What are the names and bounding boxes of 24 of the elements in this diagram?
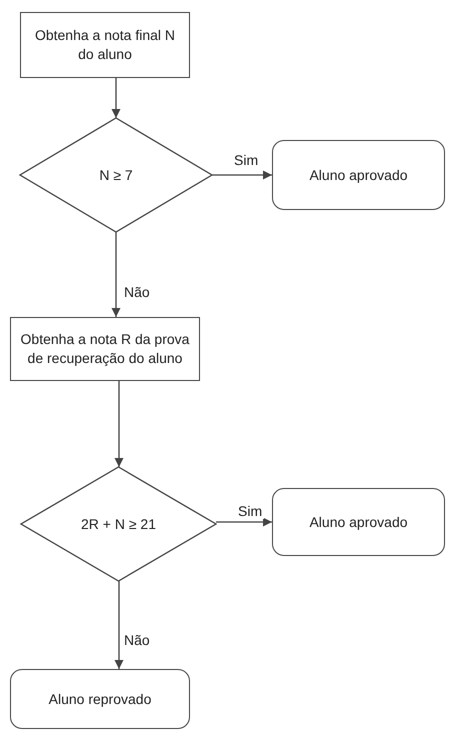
terminal-box <box>10 669 190 729</box>
decision-diamond <box>21 467 216 581</box>
edge-label: Sim <box>232 152 260 168</box>
edge-label: Não <box>122 632 152 648</box>
terminal-box <box>272 140 445 210</box>
arrow <box>212 170 272 180</box>
process-box <box>10 317 200 381</box>
terminal-box <box>272 488 445 556</box>
node-text: Obtenha a nota final N do aluno <box>34 26 176 64</box>
arrow <box>114 581 124 669</box>
node-text: Aluno aprovado <box>309 512 408 532</box>
node-text: Aluno aprovado <box>309 166 408 184</box>
node-text: Obtenha a nota R da prova de recuperação do aluno <box>20 330 190 368</box>
process-box <box>20 12 190 78</box>
node-text: 2R + N ≥ 21 <box>81 514 156 534</box>
node-text: N ≥ 7 <box>99 166 133 184</box>
arrow <box>216 518 272 526</box>
edge-label: Não <box>122 284 152 300</box>
arrow <box>112 78 120 118</box>
decision-diamond <box>20 118 212 232</box>
arrow <box>112 232 120 317</box>
node-text: Aluno reprovado <box>48 690 152 708</box>
edge-label: Sim <box>236 503 264 519</box>
arrow <box>114 381 124 467</box>
